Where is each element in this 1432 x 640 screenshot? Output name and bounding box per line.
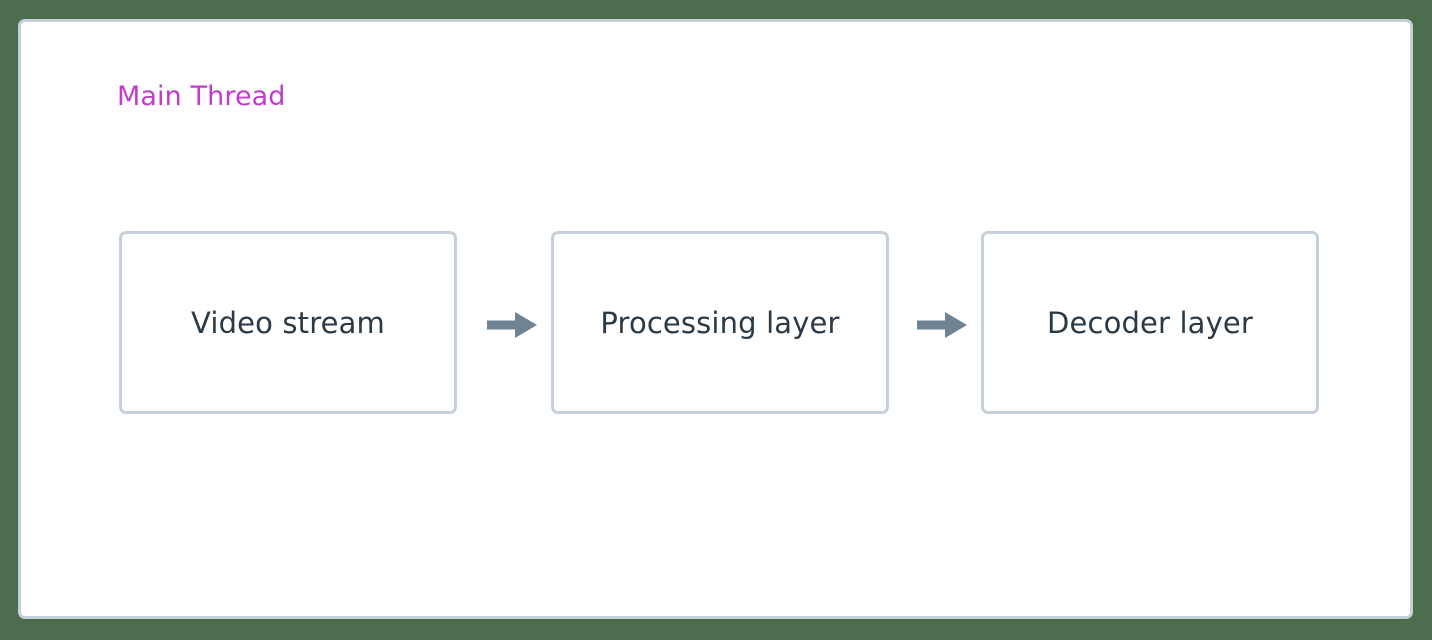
arrow-right-icon <box>917 312 967 338</box>
node-processing-layer[interactable]: Processing layer <box>551 231 889 414</box>
main-thread-subgraph: Main Thread Video stream Processing laye… <box>18 19 1413 619</box>
node-decoder-layer[interactable]: Decoder layer <box>981 231 1319 414</box>
node-decoder-layer-label: Decoder layer <box>1047 305 1253 340</box>
node-video-stream-label: Video stream <box>191 305 385 340</box>
edge-video-stream-to-processing-layer <box>467 309 539 341</box>
arrow-right-icon <box>487 312 537 338</box>
subgraph-title-main-thread: Main Thread <box>117 81 286 112</box>
edge-processing-layer-to-decoder-layer <box>897 309 969 341</box>
node-processing-layer-label: Processing layer <box>600 305 840 340</box>
node-video-stream[interactable]: Video stream <box>119 231 457 414</box>
